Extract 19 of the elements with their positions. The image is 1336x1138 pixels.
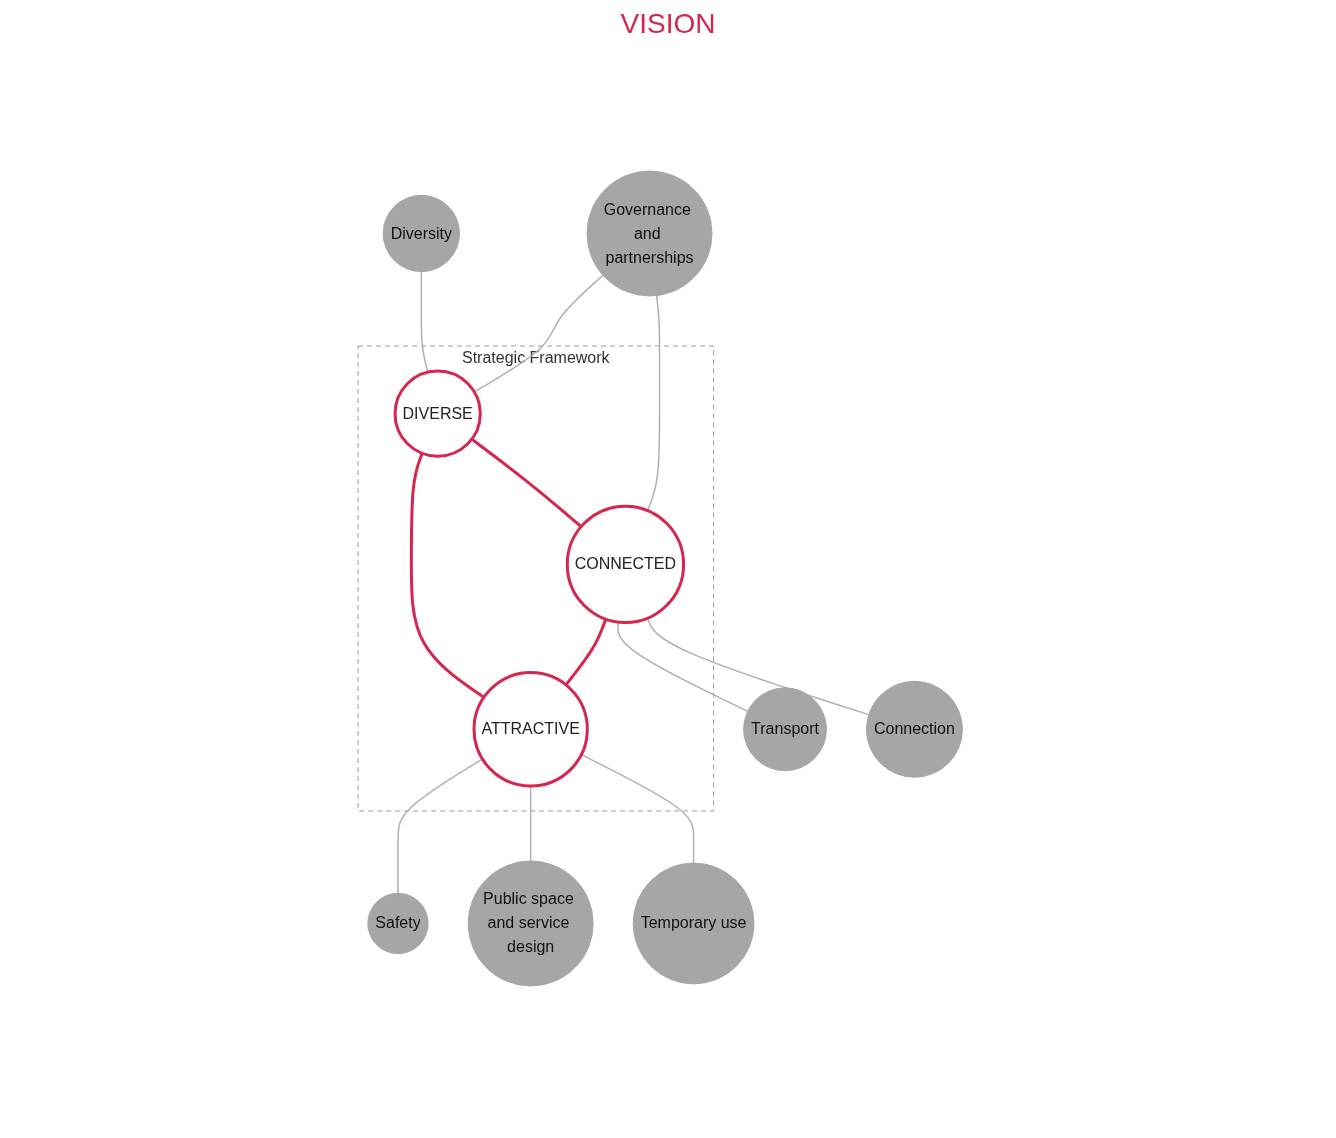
vision-label: VISION — [620, 8, 716, 39]
node-circle: CONNECTED — [565, 504, 685, 624]
connector — [409, 452, 485, 698]
connector — [646, 294, 661, 511]
connector — [397, 757, 483, 894]
node-circle: Safety — [367, 892, 429, 954]
connector — [646, 617, 870, 715]
connector — [580, 753, 695, 864]
node-circle: DIVERSE — [393, 369, 482, 458]
node-circle: Diversity — [382, 194, 460, 272]
connector — [470, 437, 582, 528]
connector — [564, 618, 607, 686]
node-circle: Governance and partnerships — [586, 170, 713, 296]
node-circle: Temporary use — [632, 862, 755, 984]
node-circle: Connection — [865, 680, 963, 778]
node-circle: ATTRACTIVE — [472, 670, 589, 787]
connector — [473, 274, 604, 393]
node-circle: Transport — [742, 686, 827, 771]
node-circle: Public space and service design — [467, 860, 594, 986]
